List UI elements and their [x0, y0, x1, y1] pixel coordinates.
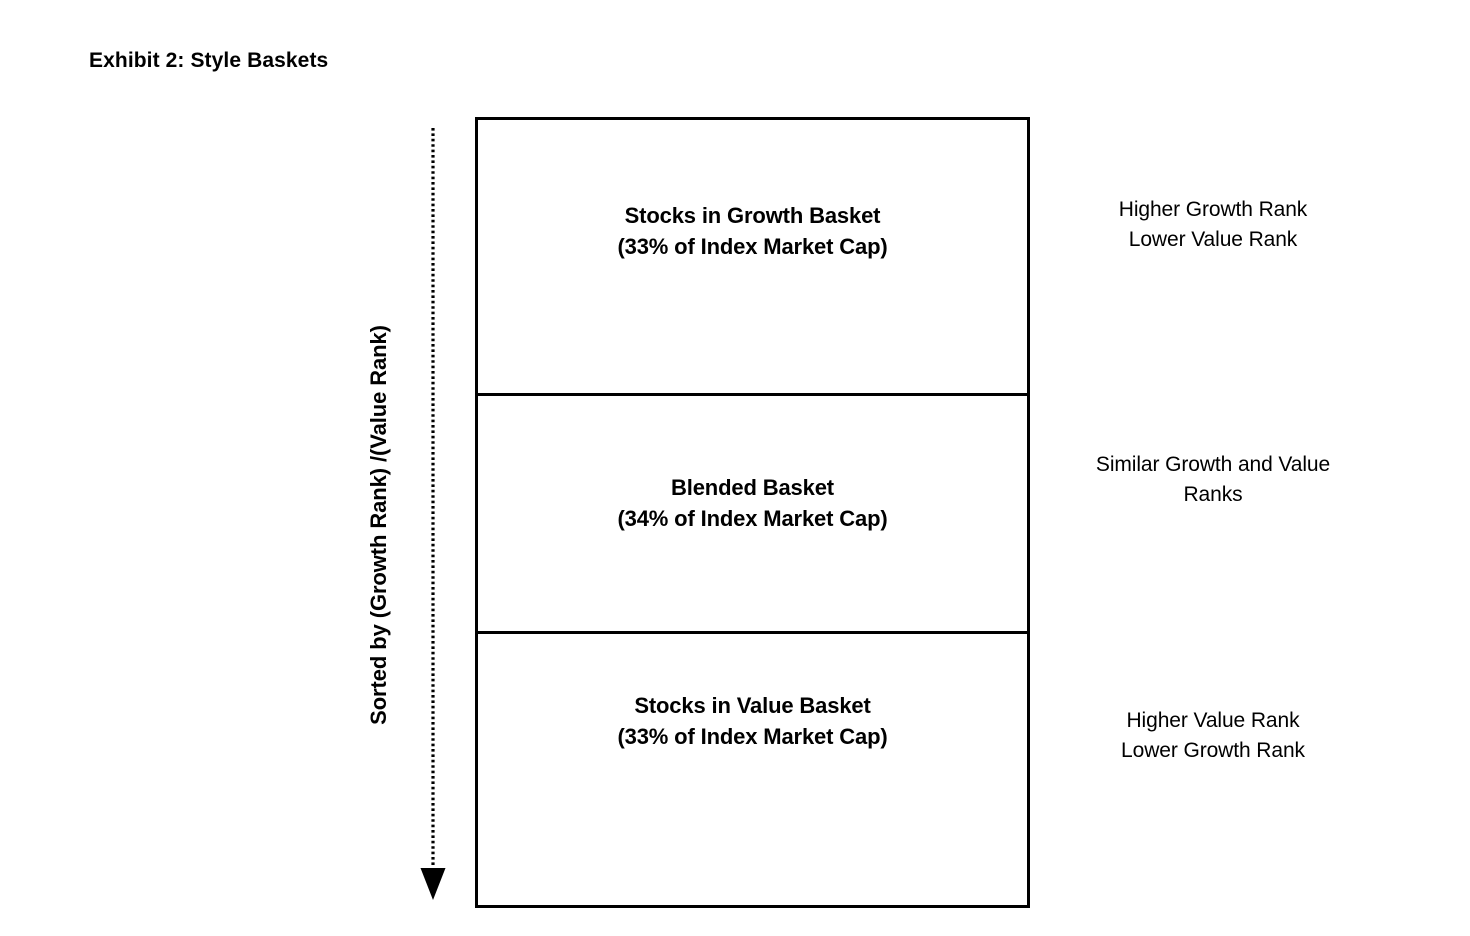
- annotation-value-line2: Lower Growth Rank: [1121, 739, 1305, 762]
- basket-blended-share: (34% of Index Market Cap): [617, 506, 888, 531]
- basket-row-blended: Blended Basket (34% of Index Market Cap): [478, 396, 1027, 634]
- style-basket-stack: Stocks in Growth Basket (33% of Index Ma…: [475, 117, 1030, 908]
- annotation-value: Higher Value Rank Lower Growth Rank: [1033, 706, 1393, 766]
- basket-growth-name: Stocks in Growth Basket: [624, 203, 881, 228]
- basket-value-label: Stocks in Value Basket (33% of Index Mar…: [478, 690, 1027, 752]
- annotation-growth: Higher Growth Rank Lower Value Rank: [1033, 195, 1393, 255]
- annotation-growth-line1: Higher Growth Rank: [1118, 198, 1308, 221]
- annotation-blended: Similar Growth and Value Ranks: [1033, 450, 1393, 510]
- page-title: Exhibit 2: Style Baskets: [89, 49, 329, 72]
- basket-blended-label: Blended Basket (34% of Index Market Cap): [478, 472, 1027, 534]
- annotation-value-line1: Higher Value Rank: [1126, 709, 1300, 732]
- annotation-blended-line2: Ranks: [1183, 483, 1243, 506]
- sort-axis-label: Sorted by (Growth Rank) /(Value Rank): [366, 325, 391, 725]
- basket-blended-name: Blended Basket: [671, 475, 834, 500]
- basket-row-growth: Stocks in Growth Basket (33% of Index Ma…: [478, 120, 1027, 396]
- sort-direction-arrow-icon: [420, 128, 446, 900]
- basket-row-value: Stocks in Value Basket (33% of Index Mar…: [478, 634, 1027, 905]
- basket-growth-share: (33% of Index Market Cap): [617, 234, 888, 259]
- basket-growth-label: Stocks in Growth Basket (33% of Index Ma…: [478, 200, 1027, 262]
- basket-value-share: (33% of Index Market Cap): [617, 724, 888, 749]
- annotation-blended-line1: Similar Growth and Value: [1095, 453, 1331, 476]
- basket-value-name: Stocks in Value Basket: [634, 693, 871, 718]
- annotation-growth-line2: Lower Value Rank: [1128, 228, 1298, 251]
